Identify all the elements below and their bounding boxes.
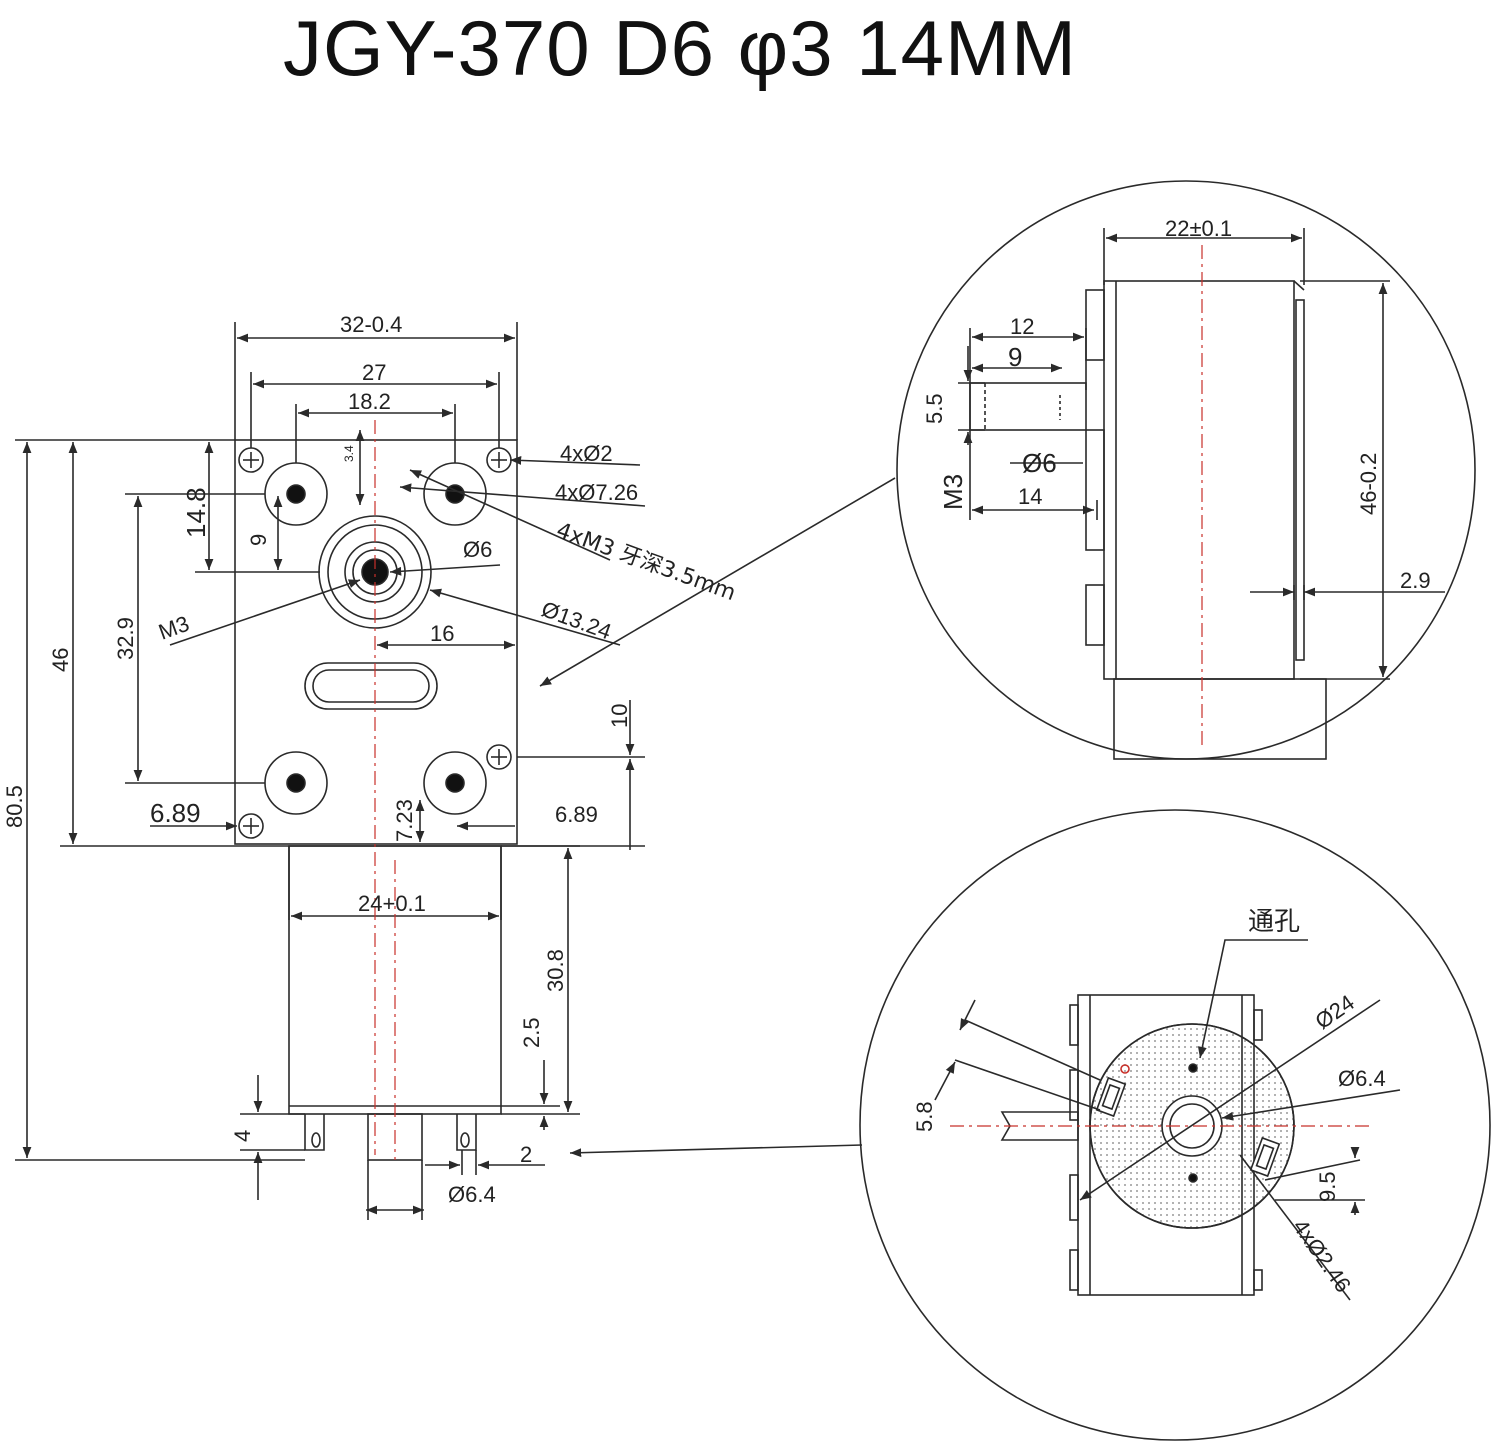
mount-boss-bl xyxy=(264,751,328,815)
dim-height-9: 9 xyxy=(246,534,271,546)
dim-motor-boss: Ø6.4 xyxy=(448,1182,496,1207)
dim-side-2-9: 2.9 xyxy=(1400,568,1431,593)
dim-width-total: 32-0.4 xyxy=(340,312,402,337)
dim-right-6-89: 6.89 xyxy=(555,802,598,827)
label-shaft: Ø6 xyxy=(463,537,492,562)
dim-height-7-23: 7.23 xyxy=(392,799,417,842)
dim-bottom-holes: 4xØ2.46 xyxy=(1288,1215,1356,1297)
mount-boss-tl xyxy=(264,462,328,526)
dim-side-width: 22±0.1 xyxy=(1165,216,1232,241)
dim-motor-2-5: 2.5 xyxy=(519,1017,544,1048)
dim-left-6-89: 6.89 xyxy=(150,798,201,828)
mount-boss-br xyxy=(423,751,487,815)
dim-bottom-5-8: 5.8 xyxy=(912,1101,937,1132)
dim-bottom-6-4: Ø6.4 xyxy=(1338,1066,1386,1091)
dim-side-14: 14 xyxy=(1018,484,1042,509)
dim-small-offset: 3.4 xyxy=(342,445,356,462)
dim-motor-height: 30.8 xyxy=(543,949,568,992)
dim-motor-width: 24+0.1 xyxy=(358,891,426,916)
side-shaft xyxy=(969,382,1087,431)
dim-side-46: 46-0.2 xyxy=(1356,453,1381,515)
dim-height-80-5: 80.5 xyxy=(2,785,27,828)
label-hole-small: 4xØ2 xyxy=(560,441,613,466)
dim-side-9: 9 xyxy=(1008,342,1022,372)
dim-width-holes-inner: 18.2 xyxy=(348,389,391,414)
dim-bottom-9-5: 9.5 xyxy=(1315,1171,1340,1202)
label-through-hole: 通孔 xyxy=(1248,907,1300,937)
dim-motor-2: 2 xyxy=(520,1142,532,1167)
side-gearbox-body xyxy=(1103,280,1295,680)
terminal-right xyxy=(456,1114,477,1151)
gearbox-plate xyxy=(234,439,518,845)
dim-height-14-8: 14.8 xyxy=(181,487,211,538)
dim-width-16: 16 xyxy=(430,621,454,646)
bottom-shaft xyxy=(1000,1111,1079,1141)
dim-side-12: 12 xyxy=(1010,314,1034,339)
label-thread: 4xM3 牙深3.5mm xyxy=(553,518,739,606)
side-detail-circle xyxy=(896,180,1476,760)
dim-side-5-5: 5.5 xyxy=(922,393,947,424)
dim-side-thread: M3 xyxy=(938,474,968,510)
page-title: JGY-370 D6 φ3 14MM xyxy=(282,4,1078,92)
corner-screw-tr xyxy=(486,447,512,473)
mount-boss-tr xyxy=(423,462,487,526)
label-hole-boss: 4xØ7.26 xyxy=(555,480,638,505)
corner-screw-tl xyxy=(238,447,264,473)
bottom-detail-circle xyxy=(859,809,1491,1441)
terminal-left xyxy=(304,1114,325,1151)
dim-height-46: 46 xyxy=(48,648,73,672)
vent-slot xyxy=(304,662,438,710)
label-hub: Ø13.24 xyxy=(538,596,614,644)
through-hole-leader xyxy=(1197,939,1308,1059)
dim-side-shaft: Ø6 xyxy=(1022,448,1057,478)
dim-height-10: 10 xyxy=(607,704,632,728)
corner-screw-bl xyxy=(238,813,264,839)
corner-screw-br xyxy=(486,744,512,770)
dim-width-holes-outer: 27 xyxy=(362,360,386,385)
dim-height-32-9: 32.9 xyxy=(113,617,138,660)
dim-bottom-24: Ø24 xyxy=(1311,990,1359,1034)
dim-motor-4: 4 xyxy=(230,1130,255,1142)
